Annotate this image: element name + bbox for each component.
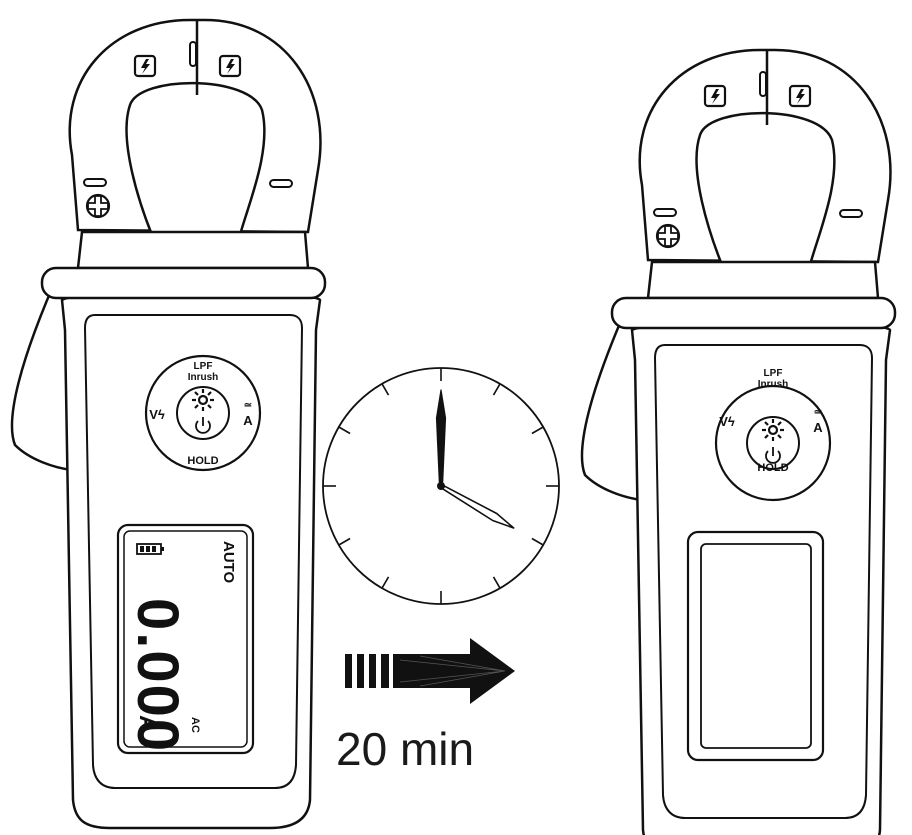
dial-label-current: A	[813, 420, 823, 435]
clock-tick	[531, 537, 544, 546]
dial-label-voltage: Vϟ	[149, 407, 165, 422]
clock-tick	[492, 576, 501, 589]
lcd-display-on: AUTO 0.000 A AC	[116, 523, 255, 755]
right-arrow	[345, 638, 515, 704]
dial-label-hold: HOLD	[187, 455, 218, 467]
clock-center-pin	[437, 482, 445, 490]
clock-tick	[381, 383, 390, 396]
clock-tick	[338, 537, 351, 546]
clock-tick	[338, 426, 351, 435]
dial-label-lpf: LPF	[194, 361, 213, 372]
battery-icon	[136, 543, 164, 555]
dial-label-current-symbol: ≃	[244, 400, 252, 411]
dial-label-inrush: Inrush	[188, 372, 219, 383]
duration-caption: 20 min	[336, 723, 474, 775]
dial-label-current-symbol: ≃	[814, 407, 822, 418]
dial-label-current: A	[243, 413, 253, 428]
range-mode-label: AUTO	[220, 541, 237, 584]
dial-label-hold: HOLD	[757, 462, 788, 474]
clock-tick	[531, 426, 544, 435]
meter-after: LPF Inrush Vϟ ≃ A HOLD	[580, 48, 897, 835]
reading-value: 0.000	[125, 598, 190, 753]
meter-before: LPF Inrush Vϟ ≃ A HOLD AUTO 0.000 A AC	[10, 18, 327, 830]
dial-label-lpf: LPF	[764, 368, 783, 379]
clock-ticks	[323, 368, 559, 604]
clock-tick	[492, 383, 501, 396]
clock-tick	[381, 576, 390, 589]
reading-sub-unit: AC	[189, 717, 201, 733]
reading-unit: A	[134, 715, 161, 732]
dial-label-inrush: Inrush	[758, 379, 789, 390]
clock-face	[322, 367, 560, 605]
lcd-display-off	[686, 530, 825, 762]
dial-label-voltage: Vϟ	[719, 414, 735, 429]
